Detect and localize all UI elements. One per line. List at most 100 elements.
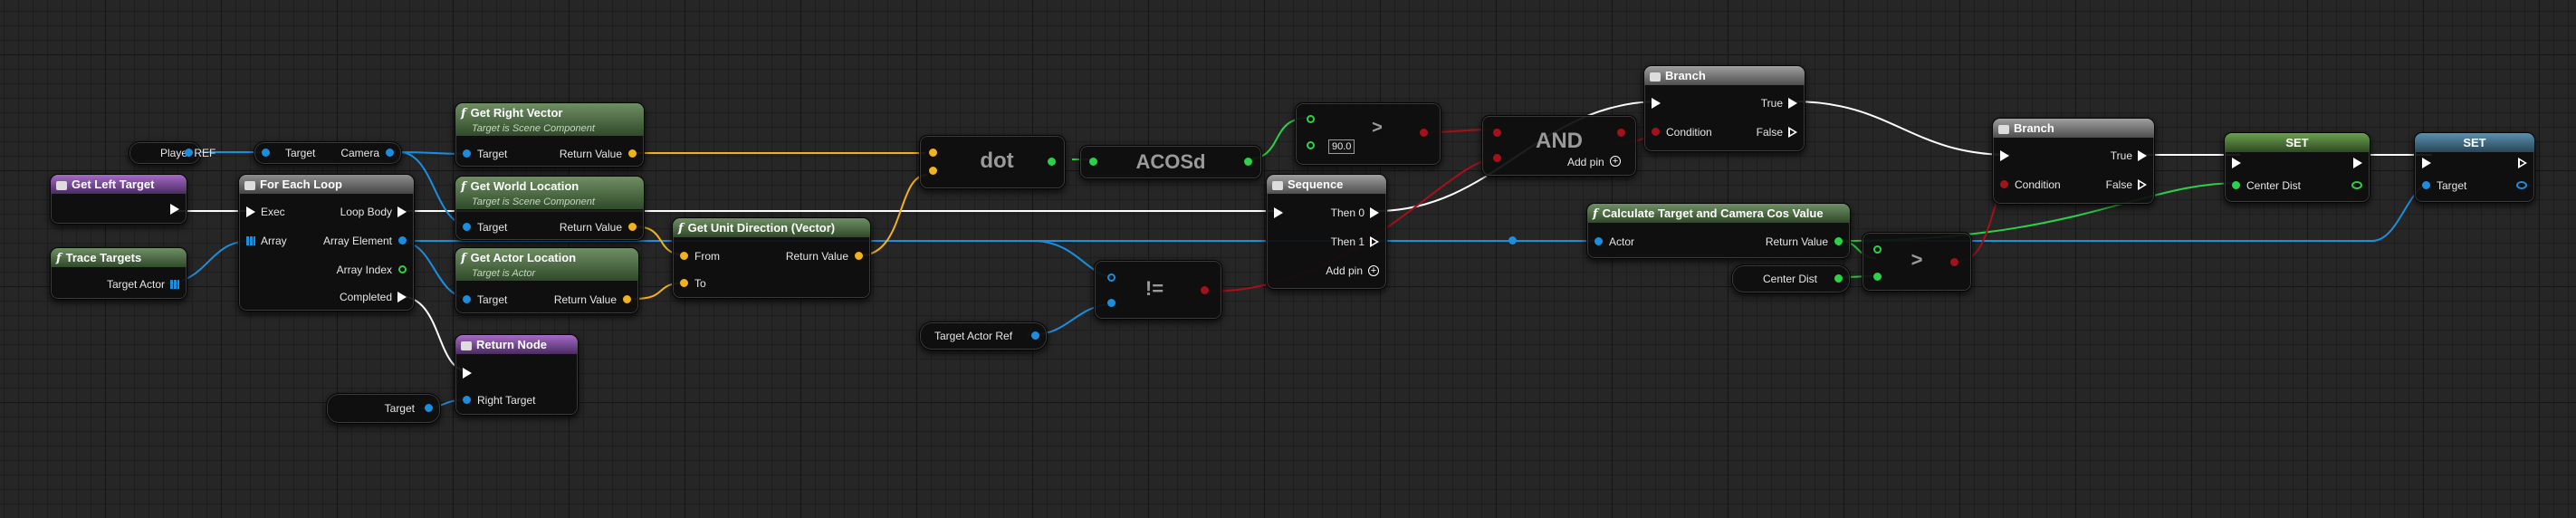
true-exec-pin[interactable] [1788, 98, 1797, 109]
operator-label: > [1910, 248, 1923, 271]
float-in-pin[interactable] [1089, 158, 1097, 166]
then1-exec-pin[interactable] [1370, 236, 1379, 247]
get-left-target-node[interactable]: Get Left Target [50, 174, 187, 225]
threshold-input[interactable]: 90.0 [1328, 139, 1355, 154]
bool-out-pin[interactable] [1420, 129, 1428, 137]
greater-than-node[interactable]: 90.0 > [1295, 102, 1441, 166]
target-in-pin[interactable] [262, 149, 270, 157]
branch-node-1[interactable]: Branch True Condition False [1643, 65, 1805, 152]
false-label: False [1756, 126, 1783, 139]
float-out-pin[interactable] [1834, 274, 1843, 283]
set-center-dist-node[interactable]: SET Center Dist [2224, 132, 2370, 203]
array-element-out-pin[interactable] [398, 236, 407, 245]
bool-out-pin[interactable] [1617, 129, 1625, 137]
object-in-pin-a[interactable] [1107, 273, 1116, 282]
function-icon: f [678, 222, 684, 235]
reroute-knot[interactable] [1508, 236, 1517, 245]
object-out-pin[interactable] [425, 404, 433, 412]
center-dist-get-node[interactable]: Center Dist [1731, 264, 1851, 293]
float-in-pin-b[interactable] [1873, 273, 1882, 281]
completed-exec-pin[interactable] [397, 292, 407, 302]
true-exec-pin[interactable] [2138, 150, 2147, 161]
return-value-pin[interactable] [623, 295, 631, 303]
add-pin-icon[interactable]: + [1610, 156, 1621, 167]
return-value-pin[interactable] [1834, 237, 1843, 245]
set-target-node[interactable]: SET Target [2414, 132, 2535, 203]
false-exec-pin[interactable] [1788, 127, 1797, 138]
target-actor-ref-node[interactable]: Target Actor Ref [919, 321, 1048, 350]
condition-in-pin[interactable] [2000, 180, 2008, 188]
sequence-node[interactable]: Sequence Then 0 Then 1 Add pin + [1266, 174, 1387, 290]
bool-in-pin-b[interactable] [1493, 154, 1501, 162]
object-out-pin[interactable] [185, 149, 193, 157]
from-in-pin[interactable] [680, 252, 688, 260]
target-in-pin[interactable] [463, 149, 471, 158]
target-in-pin[interactable] [463, 295, 471, 303]
array-icon[interactable] [170, 280, 179, 289]
exec-out-pin[interactable] [2353, 158, 2362, 168]
exec-in-pin[interactable] [2232, 158, 2241, 168]
bool-out-pin[interactable] [1201, 286, 1209, 294]
add-pin-icon[interactable]: + [1368, 265, 1379, 276]
return-node[interactable]: Return Node Right Target [455, 334, 579, 416]
float-out-pin[interactable] [2351, 181, 2362, 189]
exec-in-pin[interactable] [2422, 158, 2431, 168]
float-in-pin-b[interactable] [1307, 141, 1315, 149]
loop-icon [244, 180, 255, 190]
vector-in-pin-b[interactable] [929, 167, 937, 175]
variable-label: Target Actor Ref [934, 330, 1013, 342]
acosd-node[interactable]: ACOSd [1079, 145, 1262, 179]
bool-out-pin[interactable] [1950, 258, 1958, 266]
exec-out-pin[interactable] [170, 204, 179, 215]
for-each-loop-node[interactable]: For Each Loop Exec Loop Body Array Array… [238, 174, 415, 312]
condition-in-pin[interactable] [1652, 128, 1660, 136]
greater-than-node-2[interactable]: > [1862, 232, 1972, 292]
array-in-pin[interactable] [246, 236, 255, 245]
actor-in-pin[interactable] [1594, 237, 1603, 245]
return-value-pin[interactable] [628, 149, 637, 158]
object-out-pin[interactable] [2516, 181, 2527, 189]
center-dist-in-pin[interactable] [2232, 181, 2240, 189]
return-value-pin[interactable] [855, 252, 863, 260]
float-out-pin[interactable] [1244, 158, 1252, 166]
loop-body-exec-pin[interactable] [397, 206, 407, 217]
exec-in-pin[interactable] [246, 206, 255, 217]
target-in-pin[interactable] [2422, 181, 2430, 189]
vector-in-pin-a[interactable] [929, 149, 937, 157]
exec-in-pin[interactable] [2000, 150, 2009, 161]
exec-in-pin[interactable] [463, 368, 472, 379]
target-var-node[interactable]: Target [326, 393, 441, 424]
dot-node[interactable]: dot [919, 135, 1066, 189]
target-in-pin[interactable] [463, 223, 471, 231]
array-index-out-pin[interactable] [398, 265, 407, 273]
to-in-pin[interactable] [680, 279, 688, 287]
right-target-in-pin[interactable] [463, 396, 471, 404]
bool-in-pin-a[interactable] [1493, 129, 1501, 137]
not-equal-node[interactable]: != [1094, 260, 1222, 320]
player-ref-node[interactable]: Player REF [129, 141, 215, 165]
loop-body-label: Loop Body [340, 206, 392, 218]
float-in-pin-a[interactable] [1873, 245, 1882, 254]
return-value-pin[interactable] [628, 223, 637, 231]
then0-exec-pin[interactable] [1370, 207, 1379, 218]
node-title: Sequence [1288, 177, 1344, 191]
float-in-pin-a[interactable] [1307, 115, 1315, 123]
camera-get-node[interactable]: Target Camera [254, 141, 402, 165]
object-out-pin[interactable] [1031, 331, 1039, 340]
acosd-label: ACOSd [1135, 150, 1206, 173]
exec-in-pin[interactable] [1274, 207, 1283, 218]
false-exec-pin[interactable] [2138, 179, 2147, 190]
exec-in-pin[interactable] [1652, 98, 1661, 109]
and-node[interactable]: AND Add pin + [1481, 115, 1637, 177]
camera-out-pin[interactable] [386, 149, 394, 157]
branch-node-2[interactable]: Branch True Condition False [1992, 118, 2155, 205]
float-out-pin[interactable] [1048, 158, 1056, 166]
object-in-pin-b[interactable] [1107, 299, 1116, 307]
exec-out-pin[interactable] [2518, 158, 2527, 168]
